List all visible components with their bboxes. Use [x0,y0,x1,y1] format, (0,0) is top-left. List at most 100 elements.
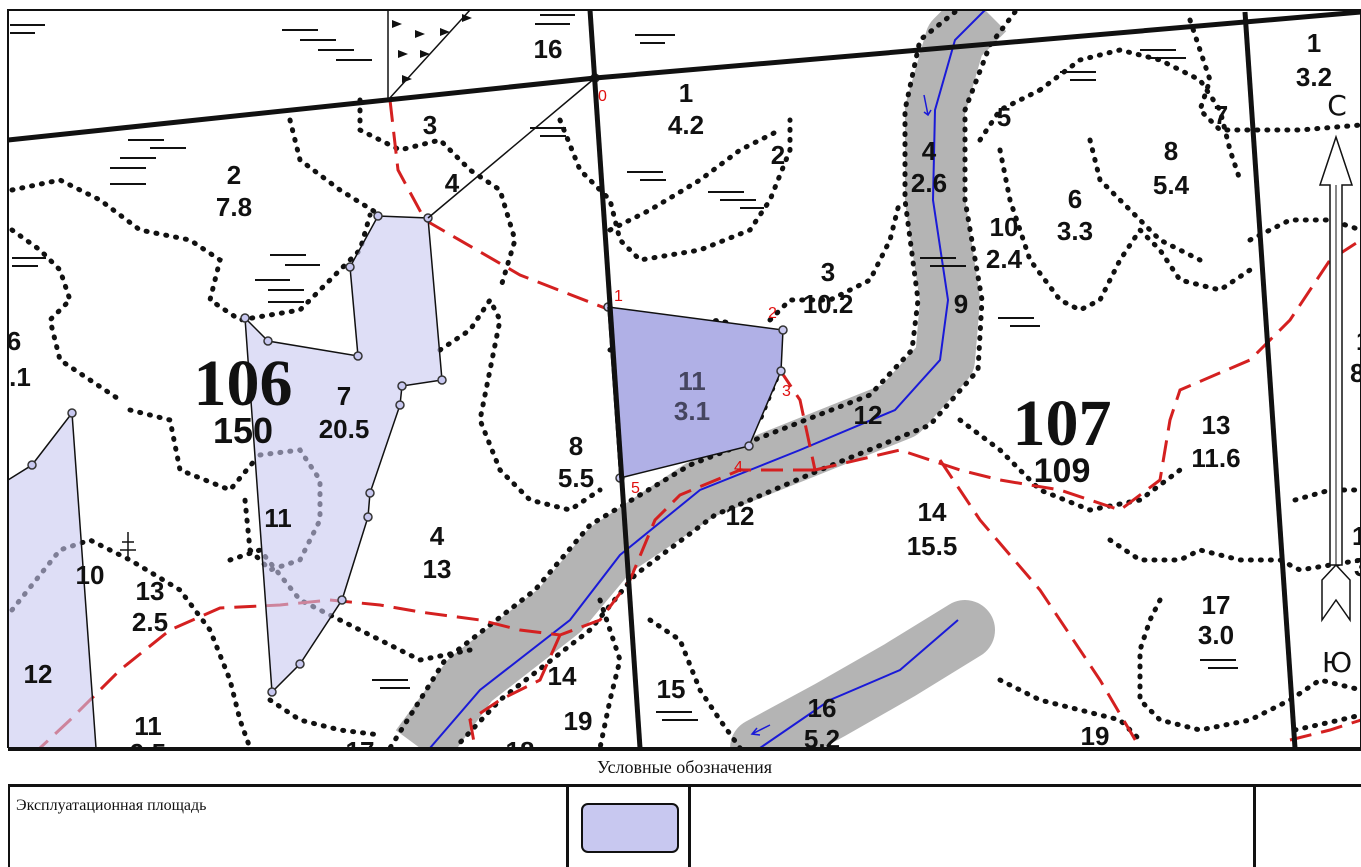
subplot-area: 4.2 [668,110,704,140]
subplot-area: 3.3 [1057,216,1093,246]
subplot-number: 10 [1356,326,1361,356]
compass-north-label: С [1327,89,1347,122]
subplot-area: 11.6 [1191,443,1240,473]
subplot-number: 7 [337,381,351,411]
conifer-icon [120,532,136,560]
cut-labels: 17 18 [346,736,535,748]
operational-area[interactable] [8,215,443,748]
subplot-number: 7 [1214,100,1228,130]
selected-plot-area: 3.1 [674,396,710,426]
legend-swatch-cell [566,787,688,867]
subplot-number: 10 [990,212,1019,242]
subplot-number: 14 [548,661,577,691]
subplot-number: 11 [264,503,292,533]
vertices [27,211,447,697]
subplot-number: 2 [227,160,241,190]
subplot-number: 6 [7,326,21,356]
swamp-marks [10,14,1238,721]
flow-arrow-icon [923,94,932,117]
buffer-edge [387,10,958,748]
subplot-area: 7.8 [216,192,252,222]
subcompartment-boundaries [9,17,1361,748]
subplot-area: 3.2 [1296,62,1332,92]
subplot-number: 8 [569,431,583,461]
subplot-number: 17 [1202,590,1231,620]
subplot-area: .1 [9,362,31,392]
subplot-area: 10.2 [803,289,854,319]
subplot-number: 12 [726,501,755,531]
river [429,10,986,748]
subplot-area: 13 [423,554,452,584]
river-2 [759,619,959,748]
subplot-number: 12 [854,400,883,430]
legend-empty-cell [1253,787,1361,867]
plot-border-left [607,306,621,479]
subplot-number: 11 [134,711,162,741]
subplot-number: 4 [922,136,937,166]
subplot-number: 13 [136,576,165,606]
map-frame [7,9,1361,748]
subplot-number: 12 [24,659,53,689]
quarter-boundaries [8,10,1361,748]
subplot-number: 2 [771,140,785,170]
legend-row: Эксплуатационная площадь [8,787,1361,867]
tie-line [427,77,596,219]
subplot-area: 3.0 [1198,620,1234,650]
block-area: 150 [213,410,273,451]
subplot-area: 3 [1354,552,1361,582]
subplot-area: 2.4 [986,244,1023,274]
subplot-number: 15 [657,674,686,704]
subplot-area: 5.2 [804,724,840,748]
river-buffer-2 [730,600,995,748]
subplot-number: 13 [1202,410,1231,440]
subplot-number: 9 [954,289,968,319]
subplot-number: 5 [997,102,1011,132]
compass-south-label: Ю [1322,646,1352,679]
subplot-number: 3 [821,257,835,287]
subplot-area: 9.5 [130,738,166,748]
legend-empty-cell [688,787,1253,867]
north-arrow-icon [1318,134,1354,623]
subplot-number: 1 [1307,28,1321,58]
subplot-area: 5.5 [558,463,594,493]
subplot-number: 4 [430,521,445,551]
subplot-number: 16 [534,34,563,64]
subplot-number: 11 [1352,521,1361,551]
subplot-number: 10 [76,560,105,590]
subplot-number: 19 [564,706,593,736]
subplot-number: 3 [423,110,437,140]
point-number: 2 [768,305,777,322]
cliff-hatch [387,10,472,101]
subplot-number: 16 [808,693,837,723]
subplot-number: 8 [1164,136,1178,166]
subplot-area: 2.6 [911,168,947,198]
subplot-number: 14 [918,497,947,527]
legend-title: Условные обозначения [8,751,1361,787]
legend-item-label: Эксплуатационная площадь [16,797,207,814]
svg-text:18: 18 [506,736,535,748]
point-number: 5 [631,480,640,497]
subplot-area: 2.5 [132,607,168,637]
subplot-number: 4 [445,168,460,198]
block-number: 107 [1013,387,1112,460]
point-number: 0 [598,88,607,105]
operational-area-swatch [581,803,679,853]
point-number: 1 [614,288,623,305]
point-number: 4 [734,459,743,476]
buffer-edge [452,10,1018,748]
subplot-number: 19 [1081,721,1110,748]
legend-label-cell: Эксплуатационная площадь [8,787,566,867]
svg-text:17: 17 [346,736,375,748]
point-number: 3 [782,383,791,400]
subplot-number: 1 [679,78,693,108]
selected-plot-number: 11 [678,366,706,396]
block-area: 109 [1034,452,1091,490]
block-number: 106 [194,347,293,420]
subplot-area: 8.4 [1350,358,1361,388]
subplot-number: 6 [1068,184,1082,214]
legend: Условные обозначения Эксплуатационная пл… [8,748,1361,867]
subplot-area: 15.5 [907,531,958,561]
forest-map[interactable]: 106 150 107 109 16 1 4.2 2 3 4 2 7.8 6 .… [0,0,1361,748]
subplot-area: 20.5 [319,414,370,444]
subplot-area: 5.4 [1153,170,1190,200]
